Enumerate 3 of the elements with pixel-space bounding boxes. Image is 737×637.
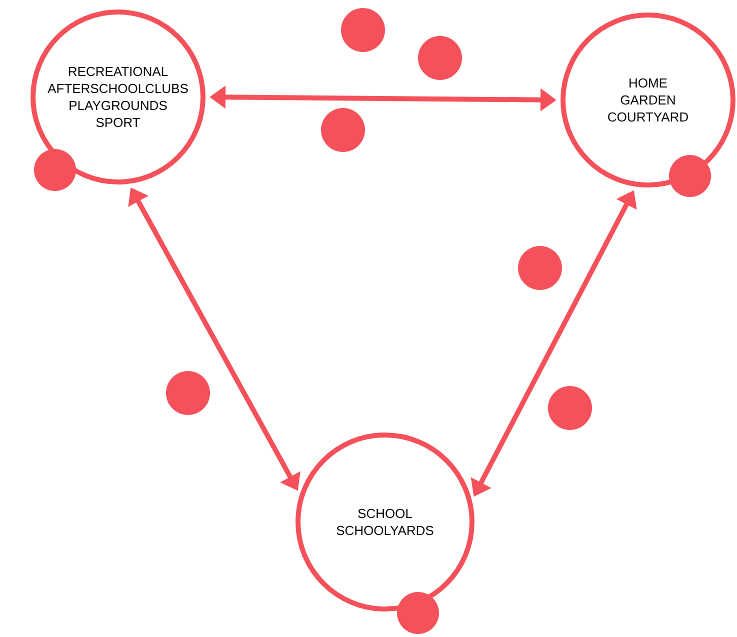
circle-node: SCHOOL SCHOOLYARDS [296, 432, 474, 612]
circle-node: RECREATIONAL AFTERSCHOOLCLUBS PLAYGROUNDS SPORT [30, 10, 206, 184]
circle-node: HOME GARDEN COURTYARD [560, 12, 736, 188]
